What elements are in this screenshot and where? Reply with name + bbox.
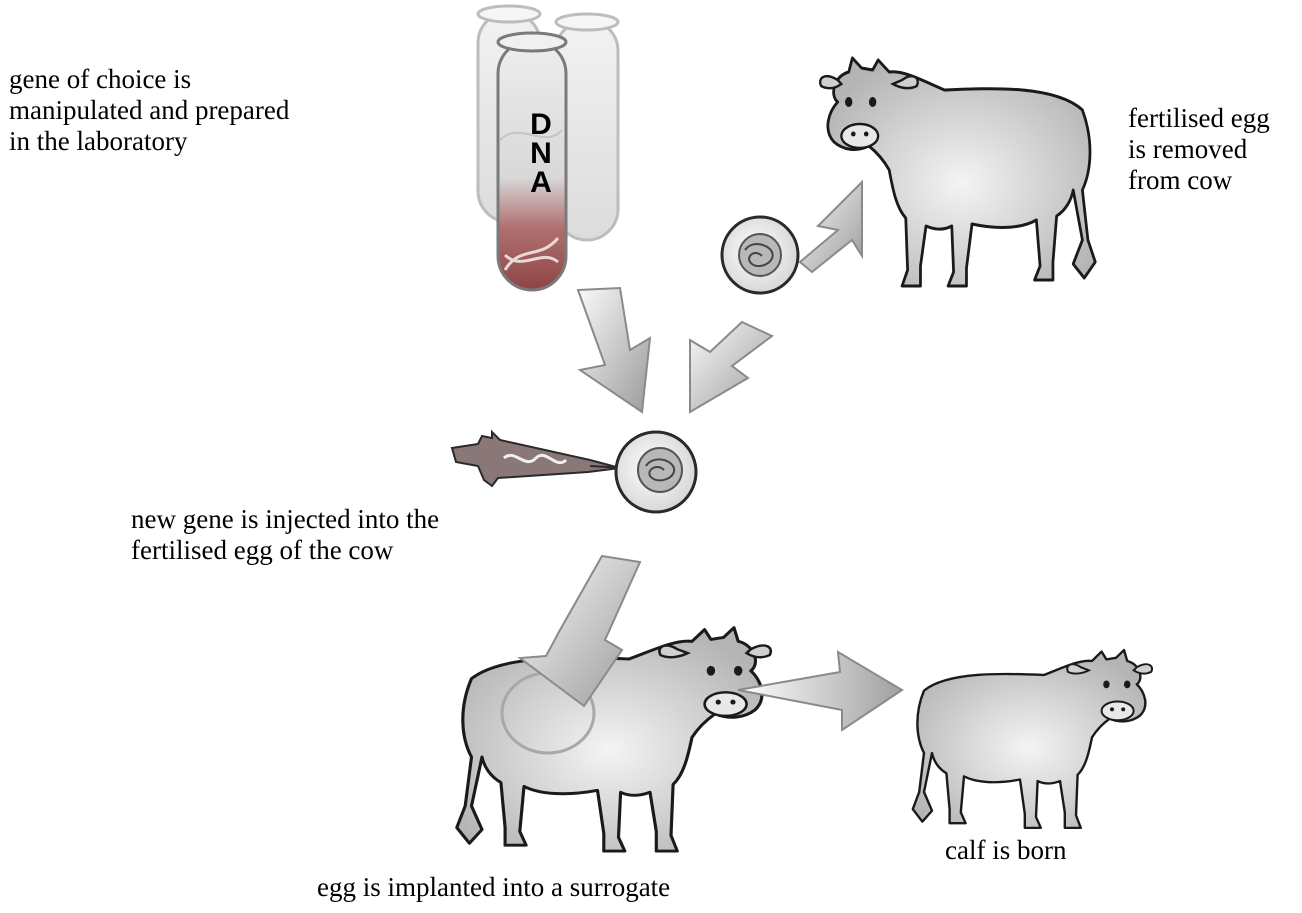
implant-label: egg is implanted into a surrogate <box>317 872 670 903</box>
born-label: calf is born <box>945 835 1066 866</box>
process-arrow-icon <box>578 288 650 412</box>
gene-prep-label: gene of choice is manipulated and prepar… <box>9 64 289 157</box>
tube-letter-a: A <box>530 166 552 199</box>
process-arrow-icon <box>690 322 772 412</box>
egg-cell-icon <box>722 217 798 293</box>
process-arrow-icon <box>800 180 874 302</box>
egg-cell-icon <box>616 432 696 512</box>
process-arrow-icon <box>738 652 902 730</box>
egg-removed-label: fertilised egg is removed from cow <box>1128 103 1270 196</box>
calf-icon <box>913 650 1152 828</box>
injection-label: new gene is injected into the fertilised… <box>131 504 439 566</box>
